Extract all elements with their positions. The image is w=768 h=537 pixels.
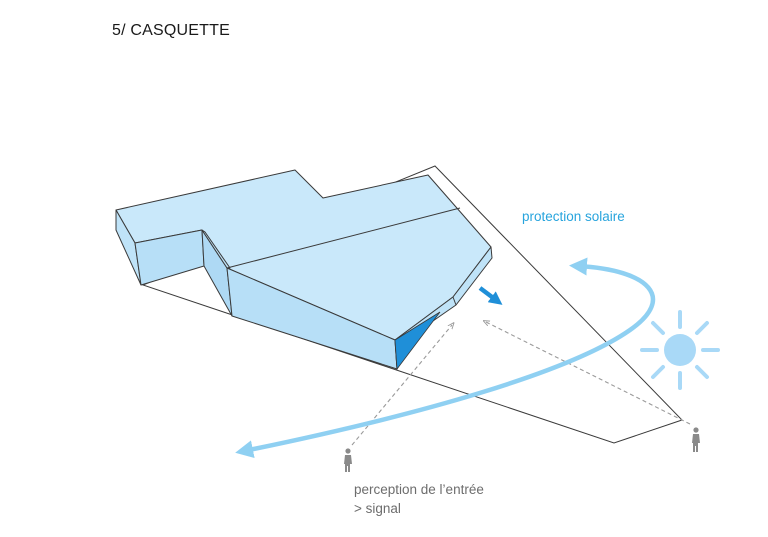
entrance-perception-line-2: > signal xyxy=(354,501,401,516)
building-volume xyxy=(115,169,493,370)
entrance-perception-line-1: perception de l’entrée xyxy=(354,482,484,497)
sun-path-arc xyxy=(235,257,656,459)
diagram-title: 5/ CASQUETTE xyxy=(112,22,230,39)
sun-icon xyxy=(640,310,720,390)
person-icon xyxy=(692,427,700,452)
canopy-arrow xyxy=(478,286,503,305)
building-recess-face-2 xyxy=(201,229,231,269)
person-icon xyxy=(344,448,352,472)
solar-protection-label: protection solaire xyxy=(522,209,625,224)
entrance-perception-label: perception de l’entrée > signal xyxy=(354,480,484,518)
